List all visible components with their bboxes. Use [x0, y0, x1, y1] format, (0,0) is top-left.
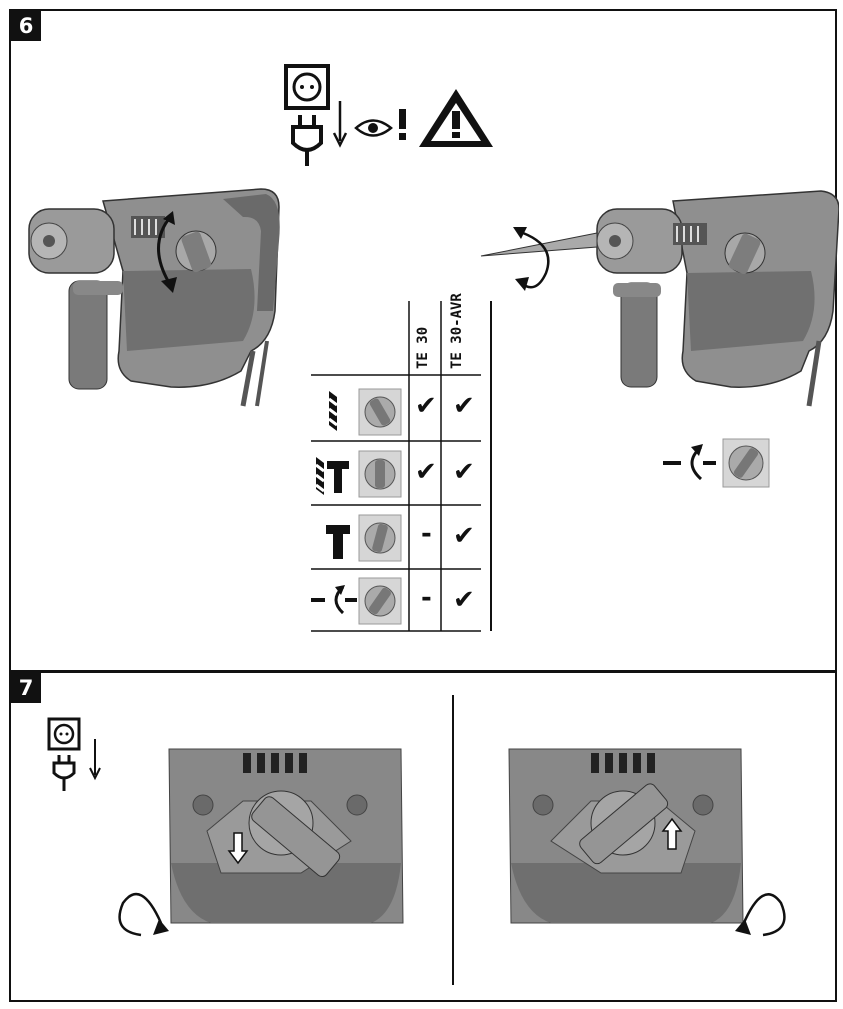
- unplug-icon: [47, 717, 81, 791]
- drill-chisel-icon: [315, 457, 349, 495]
- figure-7-panel: 7: [9, 671, 837, 1002]
- column-header-te30: TE 30: [415, 326, 431, 369]
- rotary-hammer-right: [480, 190, 839, 407]
- housing-right: [508, 748, 786, 937]
- chisel-icon: [326, 525, 350, 559]
- column-header-te30-avr: TE 30-AVR: [449, 293, 465, 369]
- cell-row2-te30avr: ✔: [453, 457, 475, 487]
- down-arrow-icon: [332, 101, 348, 148]
- selector-switch-icon: [358, 388, 402, 625]
- warning-icon: [419, 89, 493, 147]
- figure-6-graphics: [28, 64, 839, 632]
- chisel-position-icon: [311, 585, 357, 615]
- cell-row3-te30: -: [421, 519, 432, 549]
- chisel-position-icon-large: [663, 438, 770, 488]
- down-arrow-icon: [89, 739, 101, 781]
- drill-icon: [328, 391, 338, 431]
- cell-row1-te30: ✔: [415, 391, 437, 421]
- cell-row3-te30avr: ✔: [453, 521, 475, 551]
- housing-left: [118, 748, 404, 937]
- figure-number-7: 7: [11, 673, 41, 703]
- cell-row1-te30avr: ✔: [453, 391, 475, 421]
- figure-number-6: 6: [11, 11, 41, 41]
- cell-row4-te30avr: ✔: [453, 585, 475, 615]
- unplug-icon: [284, 64, 330, 166]
- mode-table-grid: [311, 301, 492, 632]
- cell-row4-te30: -: [421, 583, 432, 613]
- cell-row2-te30: ✔: [415, 457, 437, 487]
- eye-icon: [354, 119, 393, 137]
- figure-7-graphics: [47, 695, 786, 985]
- exclamation-icon: [399, 109, 406, 140]
- rotary-hammer-left: [28, 188, 280, 407]
- figure-6-panel: 6: [9, 9, 839, 672]
